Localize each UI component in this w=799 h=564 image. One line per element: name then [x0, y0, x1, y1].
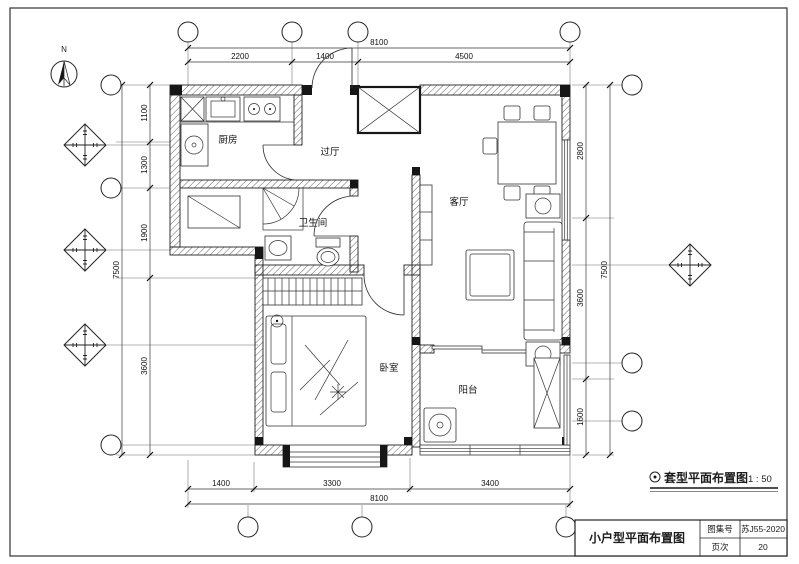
toilet — [316, 247, 340, 267]
dim-bottom-3: 3400 — [481, 479, 499, 488]
grid-bubble — [347, 21, 369, 43]
bed — [265, 315, 367, 427]
dining-chair — [482, 137, 498, 155]
sliding-door-panel — [481, 349, 533, 354]
stove — [243, 96, 281, 122]
pillow — [270, 371, 287, 413]
ceiling-lamp — [270, 314, 284, 328]
entry-door — [311, 47, 353, 89]
title-block: 小户型平面布置图 图集号 苏J55-2020 页次 20 — [574, 519, 788, 557]
label-hallway: 过厅 — [320, 146, 340, 158]
dim-left-overall: 7500 — [112, 261, 121, 279]
grid-bubble — [100, 74, 122, 96]
sliding-door-panel — [431, 345, 483, 350]
axis-extension-lines — [107, 42, 668, 517]
bay-window — [282, 444, 388, 468]
title-block-page-value: 20 — [758, 542, 768, 552]
toilet-tank — [315, 237, 341, 248]
dimension-lines: 8100 2200 1400 4500 1400 3300 3400 8100 … — [112, 38, 614, 508]
dim-left-2: 1300 — [140, 156, 149, 174]
dim-left-3: 1900 — [140, 224, 149, 242]
title-block-page-label: 页次 — [711, 542, 729, 552]
grid-bubble — [100, 434, 122, 456]
grid-bubble — [559, 21, 581, 43]
dim-right-overall: 7500 — [600, 261, 609, 279]
dining-table — [497, 121, 557, 185]
grid-bubble — [621, 74, 643, 96]
grid-bubble — [555, 516, 577, 538]
grid-bubble — [621, 410, 643, 432]
dim-right-3: 1600 — [576, 408, 585, 426]
kitchen-door — [262, 144, 299, 181]
balcony-fixtures — [423, 357, 561, 443]
plan-title-scale: 1 : 50 — [748, 474, 772, 485]
shower — [262, 187, 304, 231]
dim-right-1: 2800 — [576, 142, 585, 160]
room-labels: 厨房 过厅 客厅 卫生间 卧室 阳台 — [218, 134, 477, 396]
pillow — [270, 323, 287, 365]
grid-bubble — [237, 516, 259, 538]
north-label: N — [61, 45, 67, 54]
bathroom-fixtures — [262, 187, 341, 267]
doors — [262, 47, 533, 354]
dining-chair — [503, 185, 521, 201]
grid-bubble — [621, 352, 643, 374]
bedroom-door — [363, 274, 405, 316]
dim-top-3: 4500 — [455, 52, 473, 61]
title-block-atlas-label: 图集号 — [707, 524, 733, 534]
dim-top-2: 1400 — [316, 52, 334, 61]
windows — [282, 139, 571, 468]
label-kitchen: 厨房 — [218, 134, 237, 146]
bathroom-door — [313, 195, 355, 237]
living-window — [561, 139, 571, 241]
grid-bubble — [177, 21, 199, 43]
tv-cabinet — [419, 184, 433, 266]
dim-bottom-2: 3300 — [323, 479, 341, 488]
balcony-window — [419, 444, 571, 456]
wardrobe — [262, 277, 363, 306]
dim-bottom-overall: 8100 — [370, 494, 388, 503]
grid-bubble — [281, 21, 303, 43]
title-block-atlas-value: 苏J55-2020 — [741, 524, 785, 534]
dim-right-2: 3600 — [576, 289, 585, 307]
dim-left-4: 3600 — [140, 357, 149, 375]
title-block-drawing-name: 小户型平面布置图 — [589, 530, 685, 545]
sheet-border — [9, 7, 788, 557]
dim-bottom-1: 1400 — [212, 479, 230, 488]
walls — [169, 84, 571, 456]
dim-top-1: 2200 — [231, 52, 249, 61]
coffee-table — [465, 249, 515, 301]
grid-bubbles — [100, 21, 643, 538]
dim-left-1: 1100 — [140, 104, 149, 122]
dining-chair — [503, 105, 521, 121]
north-arrow: N — [50, 45, 78, 88]
kitchen-fixtures — [180, 96, 294, 167]
label-bedroom: 卧室 — [379, 362, 398, 374]
bedroom-furniture — [262, 277, 367, 427]
side-table — [525, 193, 561, 219]
label-bathroom: 卫生间 — [299, 217, 328, 229]
storage-furniture — [187, 195, 241, 229]
dim-top-overall: 8100 — [370, 38, 388, 47]
label-living-room: 客厅 — [449, 196, 469, 208]
dining-chair — [533, 105, 551, 121]
label-balcony: 阳台 — [458, 384, 477, 396]
washing-machine — [423, 407, 457, 443]
shaft — [356, 85, 422, 135]
living-furniture — [419, 105, 563, 367]
kitchen-cabinet — [180, 123, 209, 167]
plan-title: 套型平面布置图 1 : 50 — [649, 470, 778, 492]
grid-bubble — [351, 516, 373, 538]
detail-marker-diamonds — [63, 123, 712, 367]
grid-bubble — [100, 177, 122, 199]
sofa — [523, 221, 563, 341]
plan-title-text: 套型平面布置图 — [663, 470, 748, 485]
